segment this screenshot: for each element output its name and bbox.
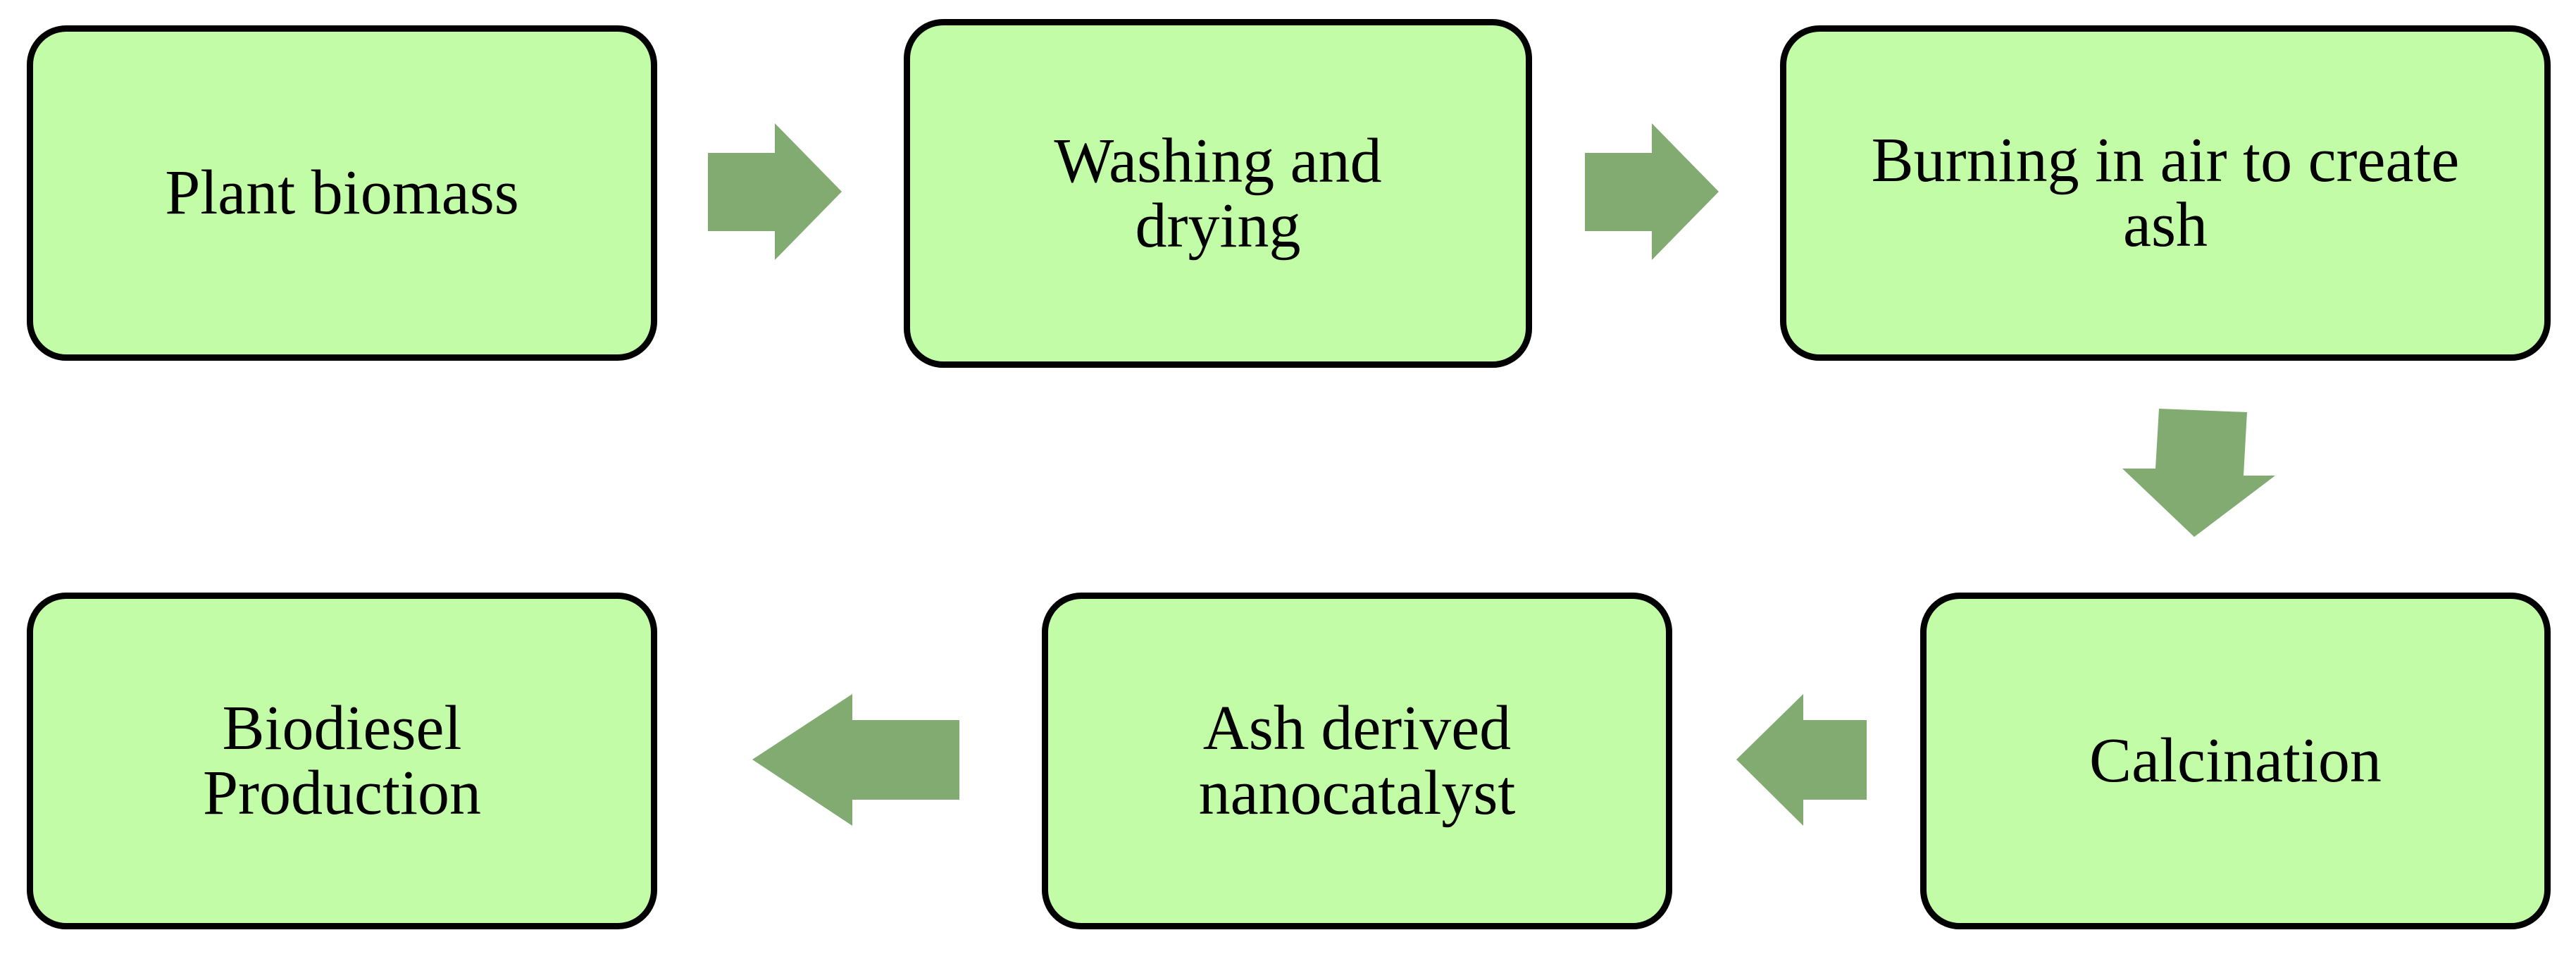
arrow-right-icon bbox=[708, 123, 842, 260]
arrow-down-icon bbox=[2122, 409, 2275, 537]
arrow-left-icon bbox=[752, 694, 959, 826]
step-ash-nanocatalyst: Ash derived nanocatalyst bbox=[1042, 593, 1672, 929]
step-biodiesel-production: Biodiesel Production bbox=[27, 593, 657, 929]
arrow-left-icon bbox=[1736, 694, 1867, 826]
step-label: Plant biomass bbox=[165, 158, 519, 228]
step-calcination: Calcination bbox=[1920, 593, 2551, 929]
step-label: Ash derived nanocatalyst bbox=[1198, 693, 1516, 828]
step-label: Burning in air to create ash bbox=[1871, 125, 2460, 260]
step-burning-ash: Burning in air to create ash bbox=[1780, 25, 2551, 361]
step-label: Biodiesel Production bbox=[203, 693, 481, 828]
arrow-right-icon bbox=[1585, 123, 1719, 260]
step-plant-biomass: Plant biomass bbox=[27, 25, 657, 361]
step-label: Washing and drying bbox=[1054, 125, 1382, 261]
step-label: Calcination bbox=[2089, 726, 2382, 795]
step-washing-drying: Washing and drying bbox=[904, 19, 1532, 368]
